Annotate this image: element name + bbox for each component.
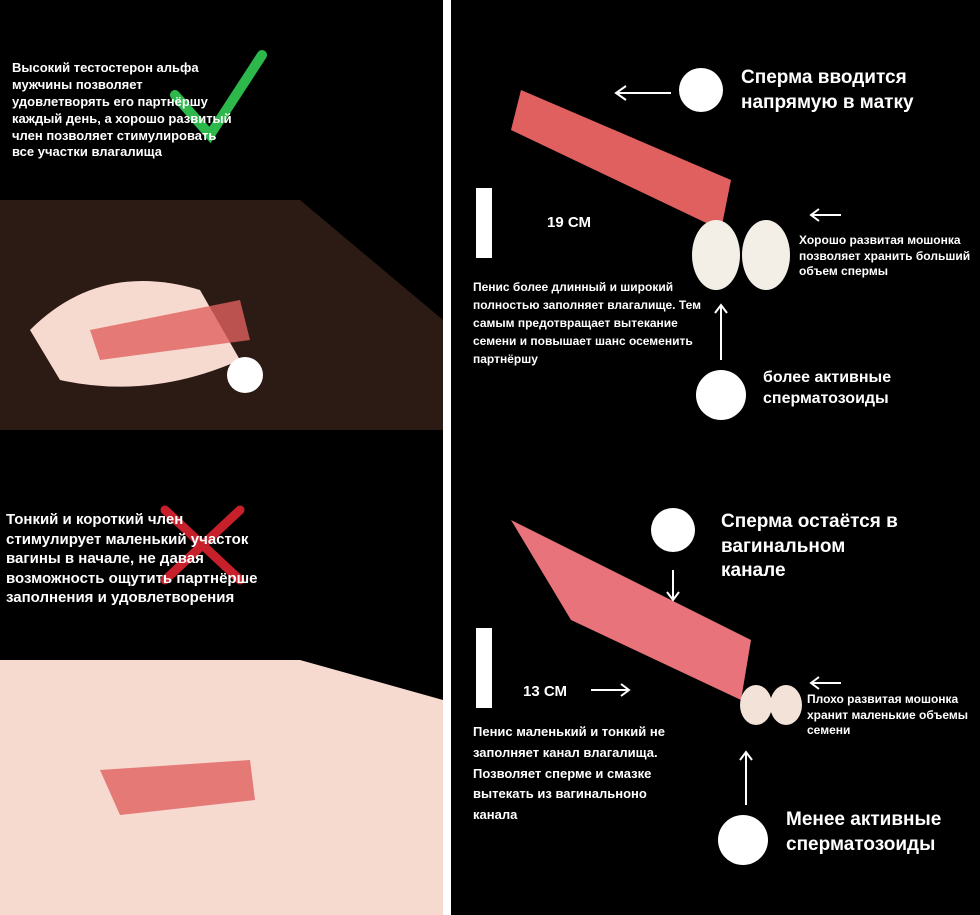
bottom-activity-label: Менее активные сперматозоиды [786, 809, 942, 855]
right-illustrations [476, 68, 841, 865]
active-sperm-icon [696, 370, 746, 420]
left-bottom-text: Тонкий и короткий член стимулирует мален… [6, 511, 258, 606]
ruler-icon-bottom [476, 628, 492, 708]
left-top-text: Высокий тестостерон альфа мужчины позвол… [12, 60, 232, 160]
ruler-icon-top [476, 188, 492, 258]
top-activity-label: более активные сперматозоиды [763, 369, 892, 407]
top-sperm-label: Сперма вводится напрямую в матку [741, 67, 914, 113]
bottom-illustration-organ [100, 760, 255, 815]
long-penis-shape [511, 90, 731, 230]
left-panel: Высокий тестостерон альфа мужчины позвол… [0, 0, 443, 915]
less-active-sperm-icon [718, 815, 768, 865]
arrow-down-bottom [666, 570, 680, 602]
top-description: Пенис более длинный и широкий полностью … [473, 280, 701, 366]
arrow-left-small-scrotum [809, 676, 841, 690]
large-testicle-right [742, 220, 790, 290]
bottom-scrotum-label: Плохо развитая мошонка хранит маленькие … [807, 692, 969, 738]
sperm-icon-top [679, 68, 723, 112]
short-penis-shape [511, 520, 751, 700]
top-illustration-scrotum [227, 357, 263, 393]
top-illustration-organ [90, 300, 250, 360]
divider [443, 0, 451, 915]
small-testicle-right [770, 685, 802, 725]
arrow-right-length [591, 683, 631, 697]
arrow-left-scrotum [809, 208, 841, 222]
large-testicle-left [692, 220, 740, 290]
arrow-up-bottom [739, 750, 753, 805]
small-testicle-left [740, 685, 772, 725]
sperm-icon-bottom [651, 508, 695, 552]
top-length-label: 19 СМ [547, 214, 591, 231]
cross-icon [160, 505, 245, 585]
bottom-sperm-label: Сперма остаётся в вагинальном канале [721, 511, 898, 582]
left-illustrations [0, 50, 443, 915]
check-icon [170, 50, 267, 144]
top-scrotum-label: Хорошо развитая мошонка позволяет хранит… [799, 233, 971, 279]
right-panel: Сперма вводится напрямую в матку 19 СМ Х… [451, 0, 980, 915]
bottom-length-label: 13 СМ [523, 683, 567, 700]
arrow-left-top [614, 85, 671, 101]
bottom-description: Пенис маленький и тонкий не заполняет ка… [473, 724, 665, 823]
arrow-up-top [714, 303, 728, 360]
